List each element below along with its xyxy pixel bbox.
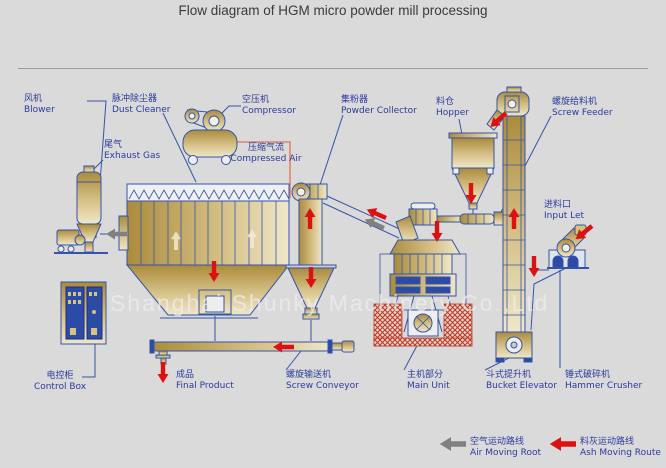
label-final-product-zh: 成品	[176, 370, 195, 380]
label-dust-cleaner-en: Dust Cleaner	[112, 104, 171, 115]
label-main-unit: 主机部分 Main Unit	[407, 370, 450, 391]
label-main-unit-en: Main Unit	[407, 380, 450, 391]
label-exhaust-gas-en: Exhaust Gas	[104, 150, 161, 161]
label-screw-feeder-zh: 螺旋给料机	[552, 97, 598, 107]
label-powder-collector-en: Powder Collector	[341, 105, 417, 116]
compressed-air-pipe	[237, 141, 291, 198]
label-bucket-elevator-zh: 斗式提升机	[486, 370, 532, 380]
label-compressor-en: Compressor	[242, 105, 296, 116]
label-control-box: 电控柜 Control Box	[32, 371, 88, 392]
legend-air-route: 空气运动路线 Air Moving Root	[470, 437, 541, 458]
main-unit	[373, 202, 473, 347]
legend-air-arrow-icon	[439, 437, 466, 451]
label-exhaust-gas-zh: 尾气	[104, 140, 123, 150]
label-control-box-zh: 电控柜	[46, 371, 74, 381]
label-screw-conveyor: 螺旋输送机 Screw Conveyor	[286, 370, 359, 391]
label-screw-feeder: 螺旋给料机 Screw Feeder	[552, 97, 613, 118]
powder-collector	[285, 182, 337, 320]
bucket-elevator	[486, 86, 533, 363]
label-screw-conveyor-zh: 螺旋输送机	[286, 370, 332, 380]
label-final-product: 成品 Final Product	[176, 370, 234, 391]
screw-feeder	[436, 211, 504, 226]
label-compressed-air-en: Compressed Air	[230, 153, 302, 164]
label-compressor: 空压机 Compressor	[242, 95, 296, 116]
label-hopper-zh: 料仓	[436, 97, 455, 107]
control-box	[60, 281, 107, 345]
label-compressed-air: 压缩气流 Compressed Air	[224, 143, 308, 164]
label-powder-collector-zh: 集粉器	[341, 95, 369, 105]
label-exhaust-gas: 尾气 Exhaust Gas	[104, 140, 160, 161]
legend-ash-route: 料灰运动路线 Ash Moving Route	[580, 437, 661, 458]
title-divider	[18, 68, 648, 69]
label-hammer-crusher: 锤式破碎机 Hammer Crusher	[565, 370, 642, 391]
label-main-unit-zh: 主机部分	[407, 370, 444, 380]
legend-ash-arrow-icon	[549, 437, 576, 451]
compressor	[182, 108, 238, 165]
label-blower: 风机 Blower	[24, 94, 55, 115]
hopper	[448, 132, 498, 210]
label-compressor-zh: 空压机	[242, 95, 270, 105]
label-blower-en: Blower	[24, 104, 55, 115]
legend-air-route-en: Air Moving Root	[470, 447, 541, 458]
legend-ash-route-zh: 料灰运动路线	[580, 437, 635, 447]
blower-unit	[54, 165, 108, 254]
legend-air-route-zh: 空气运动路线	[470, 437, 525, 447]
label-hopper: 料仓 Hopper	[436, 97, 469, 118]
label-bucket-elevator-en: Bucket Elevator	[486, 380, 557, 391]
label-hammer-crusher-zh: 锤式破碎机	[565, 370, 611, 380]
label-input-let-zh: 进料口	[544, 200, 572, 210]
label-input-let-en: Input Let	[544, 210, 585, 221]
page-title: Flow diagram of HGM micro powder mill pr…	[178, 3, 488, 18]
label-hammer-crusher-en: Hammer Crusher	[565, 380, 643, 391]
label-hopper-en: Hopper	[436, 107, 469, 118]
label-bucket-elevator: 斗式提升机 Bucket Elevator	[486, 370, 557, 391]
label-dust-cleaner-zh: 脉冲除尘器	[112, 94, 158, 104]
label-dust-cleaner: 脉冲除尘器 Dust Cleaner	[112, 94, 171, 115]
label-final-product-en: Final Product	[176, 380, 234, 391]
screw-conveyor	[149, 339, 355, 365]
label-compressed-air-zh: 压缩气流	[247, 143, 284, 153]
label-screw-conveyor-en: Screw Conveyor	[286, 380, 359, 391]
label-input-let: 进料口 Input Let	[544, 200, 584, 221]
label-control-box-en: Control Box	[33, 381, 87, 392]
label-screw-feeder-en: Screw Feeder	[552, 107, 613, 118]
label-powder-collector: 集粉器 Powder Collector	[341, 95, 417, 116]
label-blower-zh: 风机	[24, 94, 43, 104]
legend-ash-route-en: Ash Moving Route	[580, 447, 661, 458]
dust-cleaner	[118, 183, 291, 319]
